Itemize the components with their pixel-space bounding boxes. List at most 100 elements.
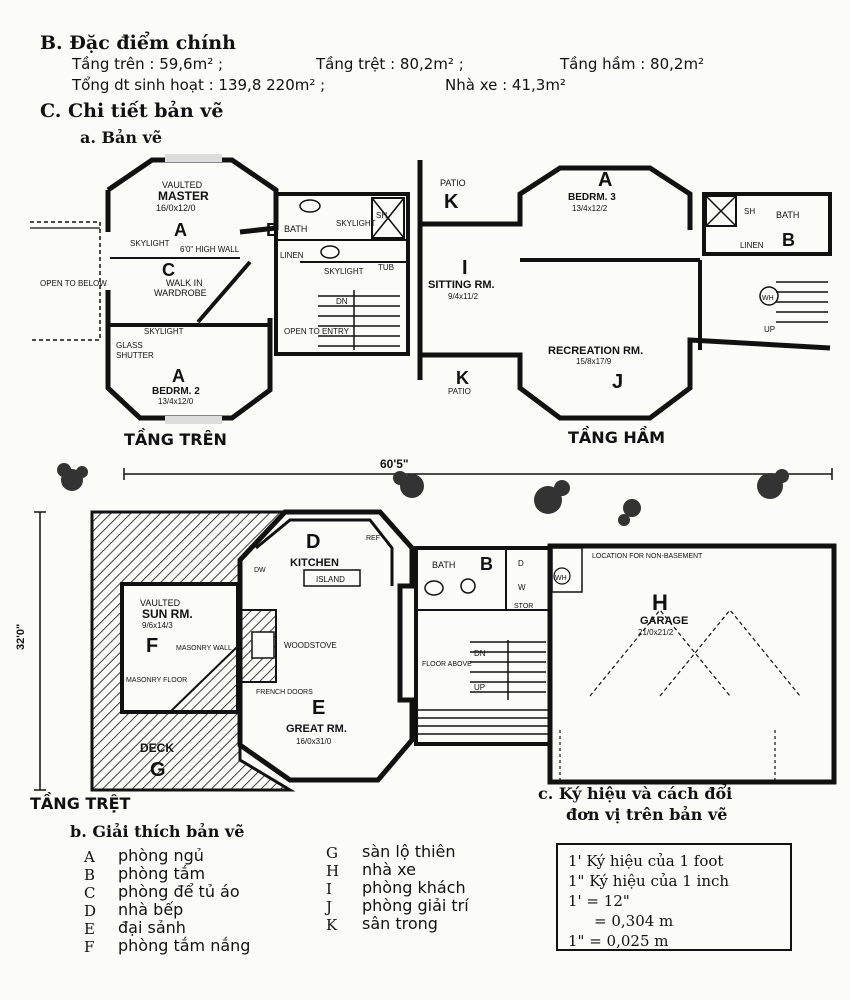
legend-key: G xyxy=(326,844,338,862)
ground-wh-label: WH xyxy=(555,575,567,582)
basement-sh-label: SH xyxy=(744,207,755,216)
legend-key: J xyxy=(326,898,333,916)
french-doors-label: FRENCH DOORS xyxy=(256,689,313,696)
sub-heading-drawing: a. Bản vẽ xyxy=(80,128,163,147)
unit-line-foot-meter: = 0,304 m xyxy=(594,912,674,930)
great-room-walls xyxy=(237,509,415,783)
basement-bath-label: BATH xyxy=(776,210,799,220)
sitting-dim-label: 9/4x11/2 xyxy=(448,292,479,301)
upper-skylight3-label: SKYLIGHT xyxy=(336,219,376,228)
legend-text: phòng tắm xyxy=(118,864,206,883)
open-to-entry-label: OPEN TO ENTRY xyxy=(284,327,350,336)
legend-key: C xyxy=(84,884,96,902)
upper-letter-a2: A xyxy=(172,366,185,386)
legend-text: phòng giải trí xyxy=(362,896,469,915)
ground-washer-label: W xyxy=(518,583,526,592)
units-box: 1' Ký hiệu của 1 foot 1" Ký hiệu của 1 i… xyxy=(556,843,792,951)
legend-key: K xyxy=(326,916,338,934)
upper-floor-plan xyxy=(30,154,410,424)
upper-letter-c: C xyxy=(162,260,175,280)
legend-text: nhà xe xyxy=(362,860,416,879)
floor-above-label: FLOOR ABOVE xyxy=(422,661,472,668)
legend-text: phòng ngủ xyxy=(118,846,204,865)
great-room-dim-label: 16/0x31/0 xyxy=(296,737,332,746)
garage-walls xyxy=(547,543,837,785)
open-to-below-label: OPEN TO BELOW xyxy=(40,279,107,288)
upper-stairs xyxy=(318,290,400,350)
recreation-walls xyxy=(420,337,831,421)
ground-letter-g: G xyxy=(150,759,166,781)
ground-letter-h: H xyxy=(652,590,668,615)
legend-key: H xyxy=(326,862,340,880)
ground-dryer-label: D xyxy=(518,559,524,568)
upper-linen-label: LINEN xyxy=(280,251,304,260)
kitchen-label: KITCHEN xyxy=(290,557,339,569)
basement-up-label: UP xyxy=(764,325,775,334)
great-room-label: GREAT RM. xyxy=(286,723,347,735)
basement-letter-i: I xyxy=(462,257,468,279)
unit-line-inch-meter: 1" = 0,025 m xyxy=(568,932,669,950)
legend-text: phòng tắm nắng xyxy=(118,936,251,955)
dw-label: DW xyxy=(254,567,266,574)
ground-floor-area: Tầng trệt : 80,2m² ; xyxy=(316,55,464,73)
glass-label: GLASS xyxy=(116,341,143,350)
legend-text: đại sảnh xyxy=(118,918,186,937)
landscape-trees xyxy=(57,463,789,526)
unit-line-inch: 1" Ký hiệu của 1 inch xyxy=(568,872,730,890)
legend-key: F xyxy=(84,938,95,956)
ground-bath-label: BATH xyxy=(432,560,455,570)
basement-letter-j: J xyxy=(612,371,623,393)
section-c-heading: C. Chi tiết bản vẽ xyxy=(40,100,224,122)
basement-area: Tầng hầm : 80,2m² xyxy=(560,55,705,73)
section-b-heading: B. Đặc điểm chính xyxy=(40,32,236,54)
legend-key: D xyxy=(84,902,97,920)
upper-tub-label: TUB xyxy=(378,263,394,272)
total-living-area: Tổng dt sinh hoạt : 139,8 220m² ; xyxy=(72,76,326,94)
walk-in-label: WALK IN xyxy=(166,278,203,288)
garage-label: GARAGE xyxy=(640,615,688,627)
legend-text: sân trong xyxy=(362,914,438,933)
bedrm3-label: BEDRM. 3 xyxy=(568,192,616,203)
upper-bath-label: BATH xyxy=(284,224,307,234)
recreation-dim-label: 15/8x17/9 xyxy=(576,357,612,366)
high-wall-label: 6'0" HIGH WALL xyxy=(180,245,240,254)
location-note-line: LOCATION FOR NON-BASEMENT xyxy=(592,553,703,560)
basement-patio1-label: PATIO xyxy=(440,178,466,188)
legend-text: sàn lộ thiên xyxy=(362,842,456,861)
basement-stairs xyxy=(776,281,828,323)
sun-vaulted-label: VAULTED xyxy=(140,598,181,608)
depth-dimension-label: 32'0" xyxy=(15,624,27,650)
island-label: ISLAND xyxy=(316,575,345,584)
shutter-label: SHUTTER xyxy=(116,351,154,360)
basement-caption: TẦNG HẦM xyxy=(568,428,666,447)
entry-steps xyxy=(416,709,550,735)
legend-text: phòng khách xyxy=(362,878,466,897)
legend-key: E xyxy=(84,920,95,938)
legend-key: I xyxy=(326,880,332,898)
upper-skylight4-label: SKYLIGHT xyxy=(324,267,364,276)
legend-key: B xyxy=(84,866,96,884)
upper-skylight2-label: SKYLIGHT xyxy=(144,327,184,336)
basement-letter-k1: K xyxy=(444,191,459,213)
legend-heading: b. Giải thích bản vẽ xyxy=(70,822,245,841)
ground-letter-f: F xyxy=(146,635,158,657)
ground-up-label: UP xyxy=(474,683,485,692)
bedroom3-walls xyxy=(420,165,693,230)
basement-letter-k2: K xyxy=(456,368,469,388)
master-label: MASTER xyxy=(158,189,209,203)
basement-wh-label: WH xyxy=(762,295,774,302)
sun-room-dim-label: 9/6x14/3 xyxy=(142,621,173,630)
width-dimension-label: 60'5" xyxy=(380,457,409,471)
basement-plan xyxy=(417,160,832,421)
upper-sh-label: SH xyxy=(376,211,387,220)
basement-patio2-label: PATIO xyxy=(448,387,471,396)
ground-letter-b: B xyxy=(480,554,493,574)
garage-area: Nhà xe : 41,3m² xyxy=(445,76,566,94)
units-heading-line2: đơn vị trên bản vẽ xyxy=(566,805,728,824)
units-heading-line1: c. Ký hiệu và cách đổi xyxy=(538,784,733,803)
ground-dn-label: DN xyxy=(474,649,486,658)
legend-key: A xyxy=(84,848,95,866)
legend-text: nhà bếp xyxy=(118,900,184,919)
legend-text: phòng để tủ áo xyxy=(118,882,240,901)
